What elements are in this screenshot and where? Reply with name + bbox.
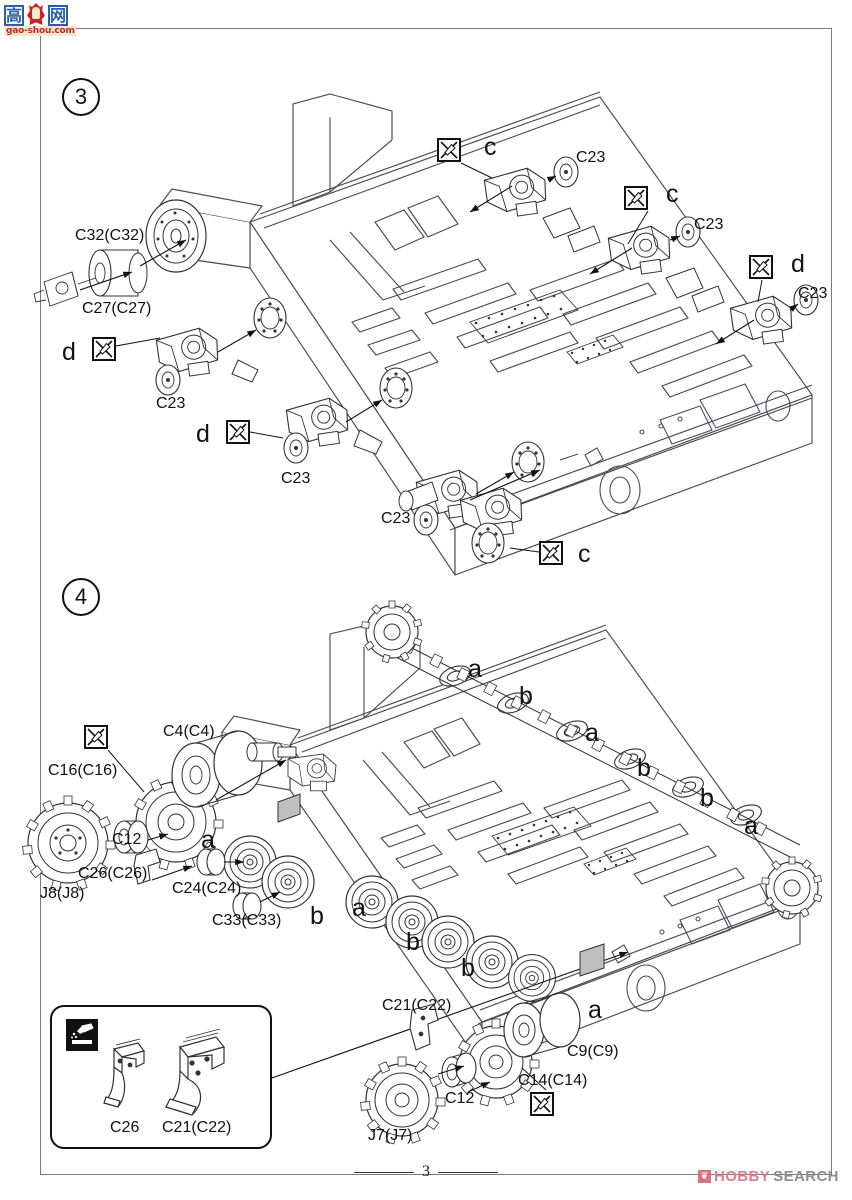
sub-assembly-ref-c-2: c	[666, 180, 679, 208]
part-label-c27: C27(C27)	[82, 300, 152, 317]
gao-char: 高	[4, 4, 24, 26]
wheel-ref-b-3: b	[461, 954, 475, 982]
part-label-c23-6: C23	[798, 285, 828, 302]
roller-ref-a-2: a	[585, 719, 599, 747]
part-label-c24: C24(C24)	[172, 880, 242, 897]
hobby-search-text-search: SEARCH	[773, 1168, 839, 1185]
part-label-c9: C9(C9)	[567, 1043, 619, 1060]
step-number-3: 3	[62, 78, 100, 116]
sub-assembly-ref-d-3: d	[791, 250, 805, 278]
page-footer: 3	[0, 1163, 852, 1181]
legend-label-c21: C21(C22)	[162, 1119, 232, 1136]
part-label-j8: J8(J8)	[40, 885, 85, 902]
part-label-c23-5: C23	[694, 216, 724, 233]
hobby-search-watermark: ❦ HOBBY SEARCH	[698, 1168, 839, 1185]
sub-assembly-ref-d-1: d	[62, 338, 76, 366]
hobby-search-glyph: ❦	[700, 1170, 709, 1182]
wheel-ref-a-3: a	[588, 996, 602, 1024]
wheel-ref-a-1: a	[201, 826, 215, 854]
no-glue-icon-s3-6	[539, 541, 563, 565]
no-glue-icon-s3-2	[624, 186, 648, 210]
wheel-ref-a-2: a	[352, 894, 366, 922]
wheel-ref-b-2: b	[406, 928, 420, 956]
hobby-search-mark-icon: ❦	[698, 1170, 711, 1183]
gao-shou-url: gao-shou.com	[5, 26, 76, 36]
page-border-frame	[40, 28, 832, 1175]
part-label-c14: C14(C14)	[518, 1072, 588, 1089]
part-label-j7: J7(J7)	[368, 1127, 413, 1144]
sub-assembly-ref-d-2: d	[196, 420, 210, 448]
no-glue-icon-s3-3	[749, 255, 773, 279]
wang-char: 网	[48, 4, 68, 26]
sub-assembly-ref-c-1: c	[484, 133, 497, 161]
roller-ref-b-1: b	[519, 682, 533, 710]
part-label-c4: C4(C4)	[163, 723, 215, 740]
footer-rule-right	[438, 1171, 498, 1173]
legend-label-c26: C26	[110, 1119, 140, 1136]
part-label-c12-1: C12	[112, 831, 142, 848]
glue-applicator-icon	[66, 1019, 98, 1051]
no-glue-icon-s3-4	[92, 337, 116, 361]
sub-assembly-ref-c-3: c	[578, 540, 591, 568]
roller-ref-b-3: b	[700, 784, 714, 812]
no-glue-icon-s4-2	[530, 1092, 554, 1116]
part-label-c16: C16(C16)	[48, 762, 118, 779]
part-label-c33: C33(C33)	[212, 912, 282, 929]
part-label-c23-3: C23	[381, 510, 411, 527]
page-number: 3	[422, 1163, 430, 1180]
part-label-c12-2: C12	[445, 1090, 475, 1107]
step-number-4: 4	[62, 578, 100, 616]
part-label-c23-1: C23	[156, 395, 186, 412]
wheel-ref-b-1: b	[310, 902, 324, 930]
part-label-c26: C26(C26)	[78, 865, 148, 882]
no-glue-icon-s4-1	[84, 725, 108, 749]
gao-shou-watermark: 高 网 gao-shou.com	[4, 2, 76, 40]
part-label-c23-4: C23	[576, 149, 606, 166]
part-label-c32: C32(C32)	[75, 227, 145, 244]
no-glue-icon-s3-1	[437, 138, 461, 162]
roller-ref-a-3: a	[744, 812, 758, 840]
part-label-c21: C21(C22)	[382, 997, 452, 1014]
no-glue-icon-s3-5	[226, 420, 250, 444]
footer-rule-left	[354, 1171, 414, 1173]
cement-parts-legend: C26 C21(C22)	[50, 1005, 272, 1149]
gao-shou-characters: 高 网	[4, 2, 76, 28]
legend-part-drawings	[102, 1028, 226, 1116]
roller-ref-b-2: b	[637, 754, 651, 782]
hobby-search-text-hobby: HOBBY	[714, 1168, 771, 1185]
part-label-c23-2: C23	[281, 470, 311, 487]
thumbs-up-seal-icon	[25, 3, 47, 27]
roller-ref-a-1: a	[468, 655, 482, 683]
